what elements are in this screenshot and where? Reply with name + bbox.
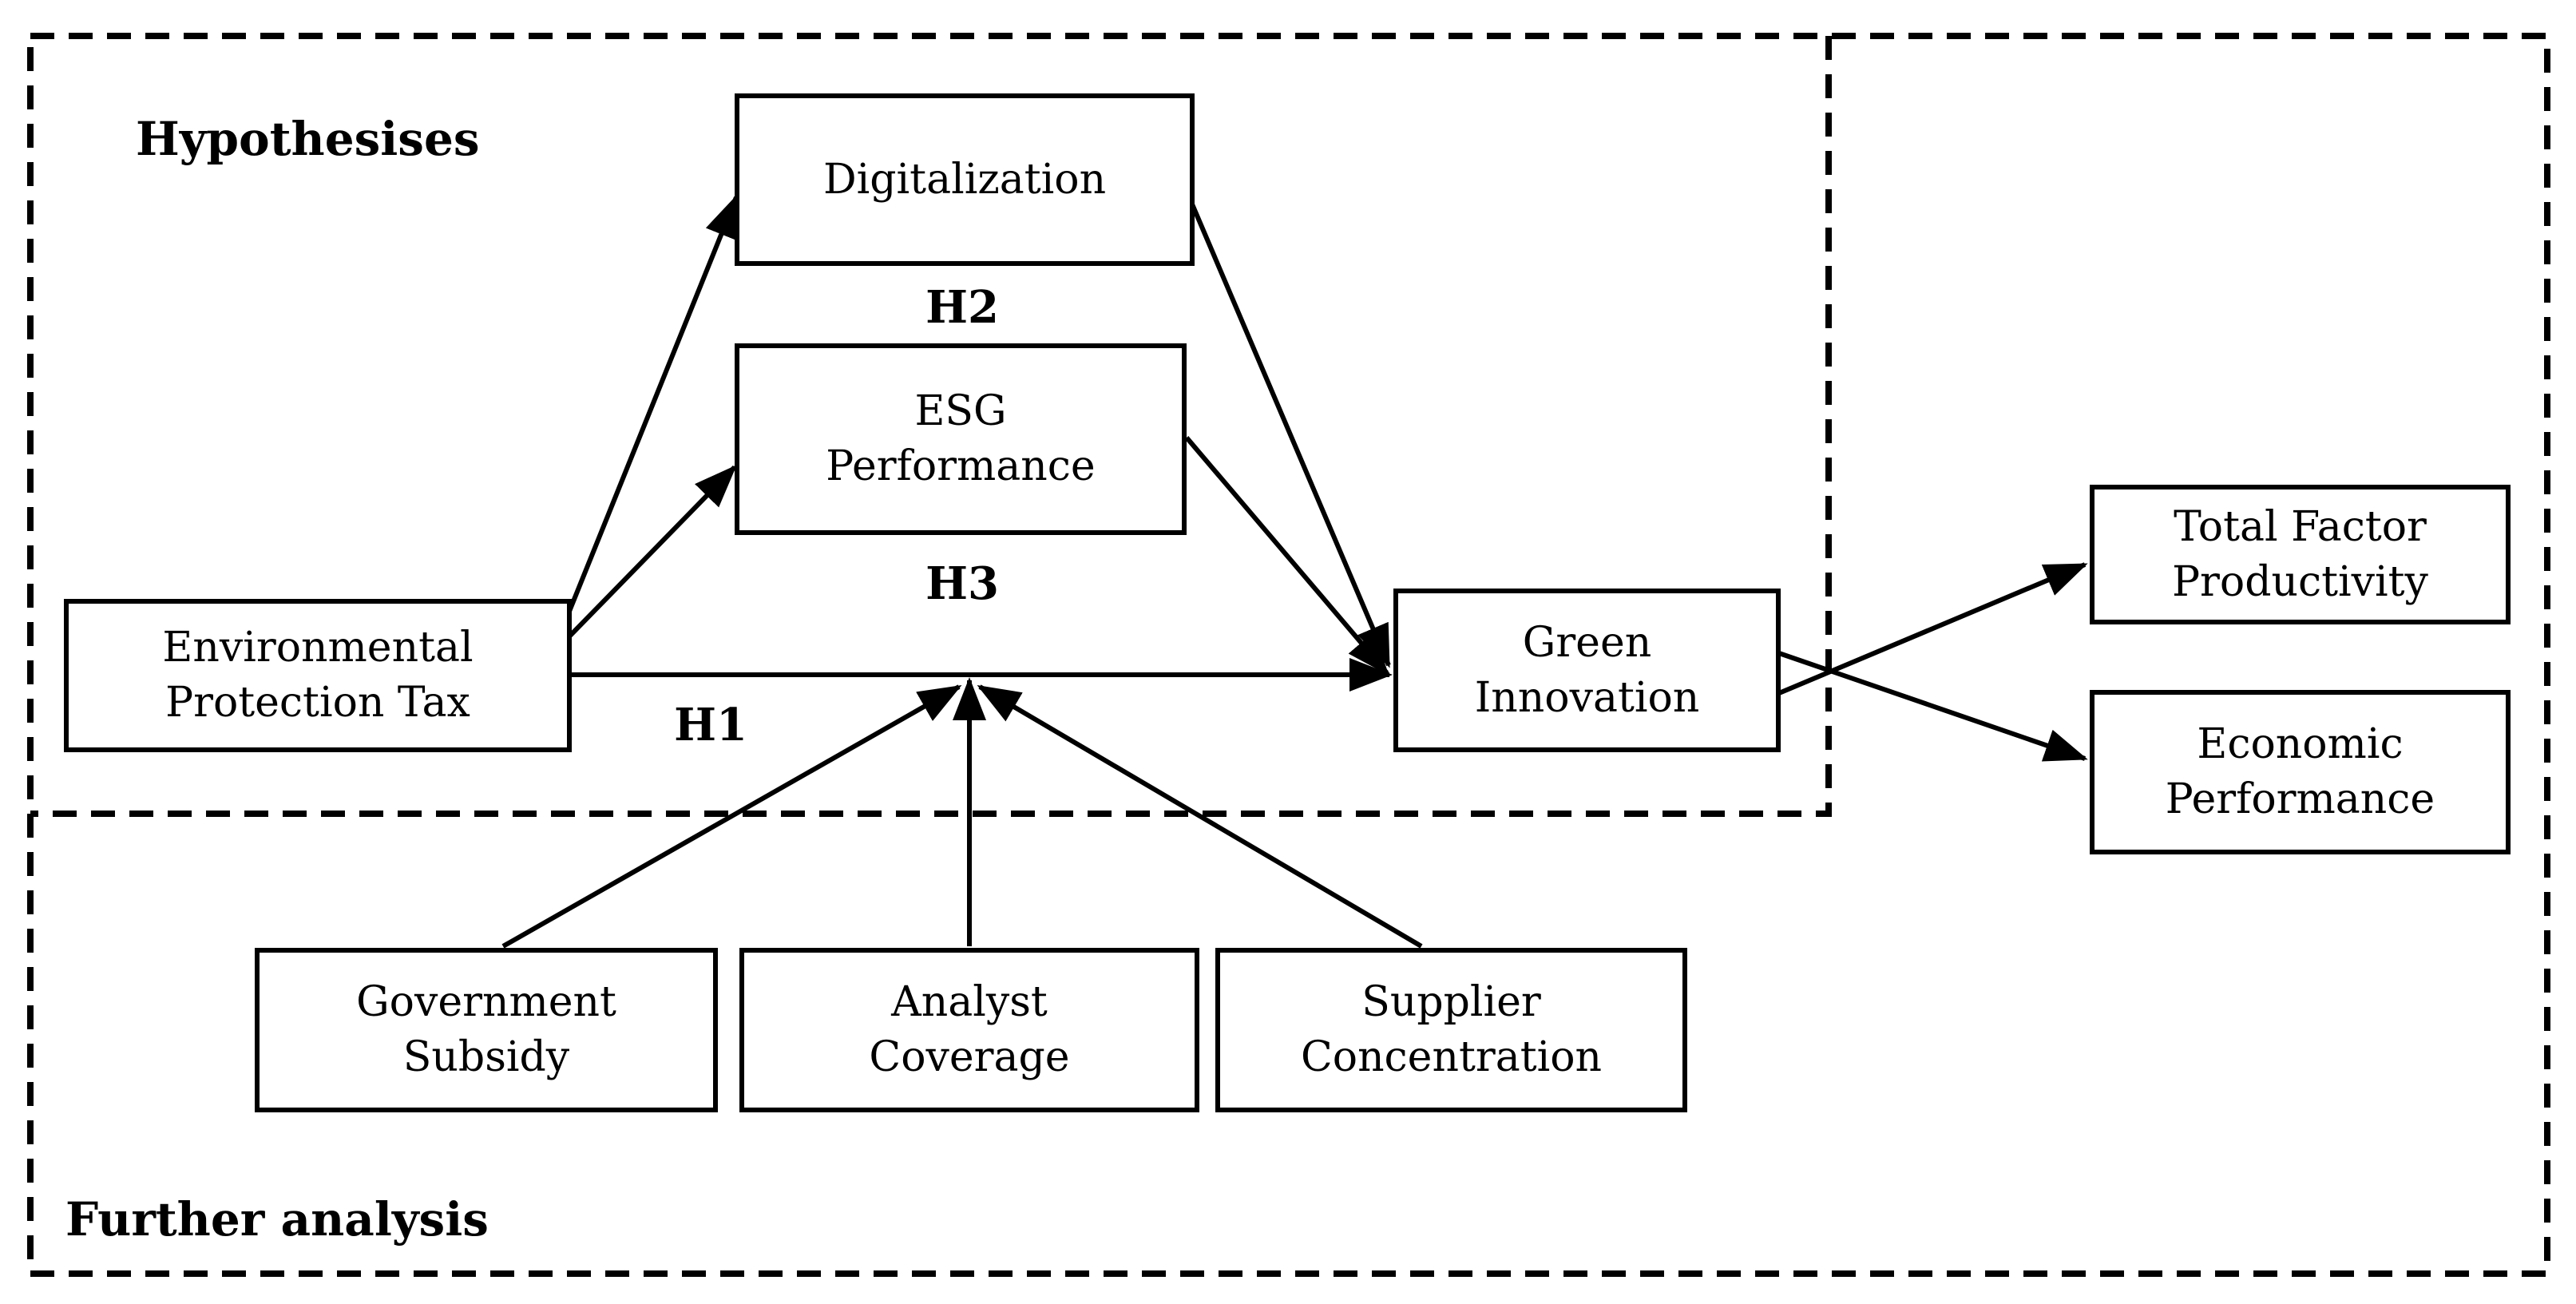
node-analyst-coverage: Analyst Coverage — [739, 948, 1199, 1112]
node-tfp-label-line2: Productivity — [2172, 557, 2428, 606]
node-government-subsidy-label-line2: Subsidy — [402, 1033, 570, 1081]
hypotheses-section-label: Hypothesises — [136, 112, 480, 166]
node-tfp-label-line1: Total Factor — [2174, 502, 2427, 551]
node-green-innovation-label-line2: Innovation — [1474, 673, 1700, 722]
node-digitalization: Digitalization — [735, 93, 1195, 266]
node-economic-performance-label-line1: Economic — [2197, 720, 2404, 769]
arrow-government-subsidy-to-h1-path — [501, 684, 962, 949]
arrow-digitalization-to-green-innovation — [1186, 193, 1391, 668]
node-supplier-concentration: Supplier Concentration — [1215, 948, 1687, 1112]
node-analyst-coverage-label-line1: Analyst — [891, 978, 1048, 1027]
node-economic-performance-label-line2: Performance — [2165, 775, 2435, 823]
h2-label: H2 — [925, 281, 999, 334]
node-ept-label-line1: Environmental — [162, 624, 474, 672]
arrow-supplier-concentration-to-h1-path — [977, 684, 1423, 949]
node-analyst-coverage-label-line2: Coverage — [869, 1033, 1070, 1081]
arrow-esg-to-green-innovation — [1184, 436, 1389, 676]
arrow-ept-to-esg-performance — [566, 465, 737, 640]
node-environmental-protection-tax: Environmental Protection Tax — [64, 599, 572, 752]
node-ept-label-line2: Protection Tax — [165, 679, 470, 727]
node-government-subsidy-label-line1: Government — [356, 978, 616, 1027]
node-esg-performance: ESG Performance — [735, 343, 1187, 535]
h1-label: H1 — [674, 699, 747, 751]
node-supplier-concentration-label-line1: Supplier — [1361, 978, 1541, 1027]
node-government-subsidy: Government Subsidy — [255, 948, 718, 1112]
node-supplier-concentration-label-line2: Concentration — [1300, 1033, 1603, 1081]
arrow-green-innovation-to-total-factor-productivity — [1777, 562, 2088, 696]
node-green-innovation-label-line1: Green — [1522, 618, 1652, 667]
node-esg-performance-label-line2: Performance — [826, 442, 1096, 490]
hypotheses-dashed-border — [30, 36, 1832, 817]
node-digitalization-label: Digitalization — [822, 155, 1107, 204]
node-esg-performance-label-line1: ESG — [914, 387, 1007, 436]
node-total-factor-productivity: Total Factor Productivity — [2090, 485, 2511, 624]
node-economic-performance: Economic Performance — [2090, 690, 2511, 854]
node-green-innovation: Green Innovation — [1393, 589, 1781, 752]
arrow-ept-to-digitalization — [566, 194, 739, 615]
h3-label: H3 — [925, 557, 999, 610]
arrow-green-innovation-to-economic-performance — [1778, 651, 2088, 762]
further-analysis-section-label: Further analysis — [65, 1192, 489, 1247]
